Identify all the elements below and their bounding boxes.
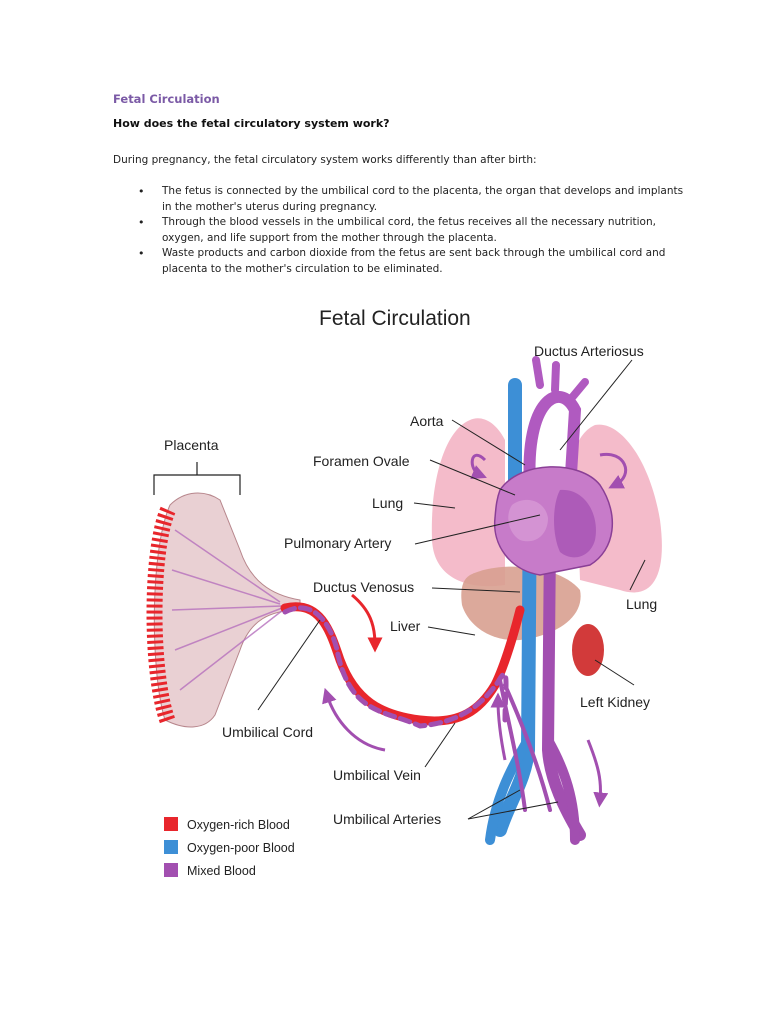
label-lung-right: Lung <box>626 596 657 612</box>
diagram-title: Fetal Circulation <box>319 307 471 330</box>
placenta-villi <box>146 506 176 725</box>
label-umbilical-vein: Umbilical Vein <box>333 767 421 783</box>
legend-swatch-mixed <box>164 863 178 877</box>
legend-label-oxygen-poor: Oxygen-poor Blood <box>187 841 295 855</box>
bullet-list: The fetus is connected by the umbilical … <box>113 184 693 277</box>
label-ductus-arteriosus: Ductus Arteriosus <box>534 343 644 359</box>
legend: Oxygen-rich Blood Oxygen-poor Blood Mixe… <box>164 817 295 878</box>
list-item: Through the blood vessels in the umbilic… <box>113 215 693 246</box>
placenta-vessels <box>171 529 284 691</box>
flow-arrow-red <box>351 593 383 653</box>
section-question: How does the fetal circulatory system wo… <box>113 117 390 130</box>
left-kidney-shape <box>572 624 604 676</box>
label-lung-left: Lung <box>372 495 403 511</box>
legend-label-mixed: Mixed Blood <box>187 864 256 878</box>
iliac-right <box>543 735 580 845</box>
label-ductus-venosus: Ductus Venosus <box>313 579 414 595</box>
heart-chamber-left <box>508 499 548 542</box>
iliac-left <box>485 735 533 845</box>
fetal-circulation-diagram: Fetal Circulation <box>146 307 662 878</box>
label-umbilical-arteries: Umbilical Arteries <box>333 811 441 827</box>
label-left-kidney: Left Kidney <box>580 694 650 710</box>
umbilical-artery-vessel <box>282 605 509 729</box>
flow-arrow-purple-1 <box>322 687 386 752</box>
list-item: Waste products and carbon dioxide from t… <box>113 246 693 277</box>
lung-arrow-right <box>599 452 628 489</box>
label-aorta: Aorta <box>410 413 444 429</box>
label-placenta: Placenta <box>164 437 219 453</box>
intro-paragraph: During pregnancy, the fetal circulatory … <box>113 154 537 166</box>
legend-swatch-oxygen-rich <box>164 817 178 831</box>
heart-chamber-right <box>554 489 596 558</box>
legend-swatch-oxygen-poor <box>164 840 178 854</box>
flow-arrow-purple-3 <box>586 739 609 808</box>
lung-arrow-left <box>470 453 487 480</box>
label-liver: Liver <box>390 618 421 634</box>
legend-label-oxygen-rich: Oxygen-rich Blood <box>187 818 290 832</box>
placenta-shape <box>153 492 301 728</box>
label-umbilical-cord: Umbilical Cord <box>222 724 313 740</box>
list-item: The fetus is connected by the umbilical … <box>113 184 693 215</box>
flow-arrow-purple-2 <box>490 692 507 761</box>
label-foramen-ovale: Foramen Ovale <box>313 453 410 469</box>
liver-shape <box>461 566 581 641</box>
label-pulmonary-artery: Pulmonary Artery <box>284 535 391 551</box>
aortic-arch-vessel <box>523 390 582 496</box>
leader-lines <box>257 359 646 820</box>
head-branches <box>532 356 589 404</box>
left-lung-shape <box>431 418 505 587</box>
placenta-bracket <box>153 462 241 495</box>
ivc-vessel <box>493 483 537 837</box>
page-title: Fetal Circulation <box>113 92 220 106</box>
